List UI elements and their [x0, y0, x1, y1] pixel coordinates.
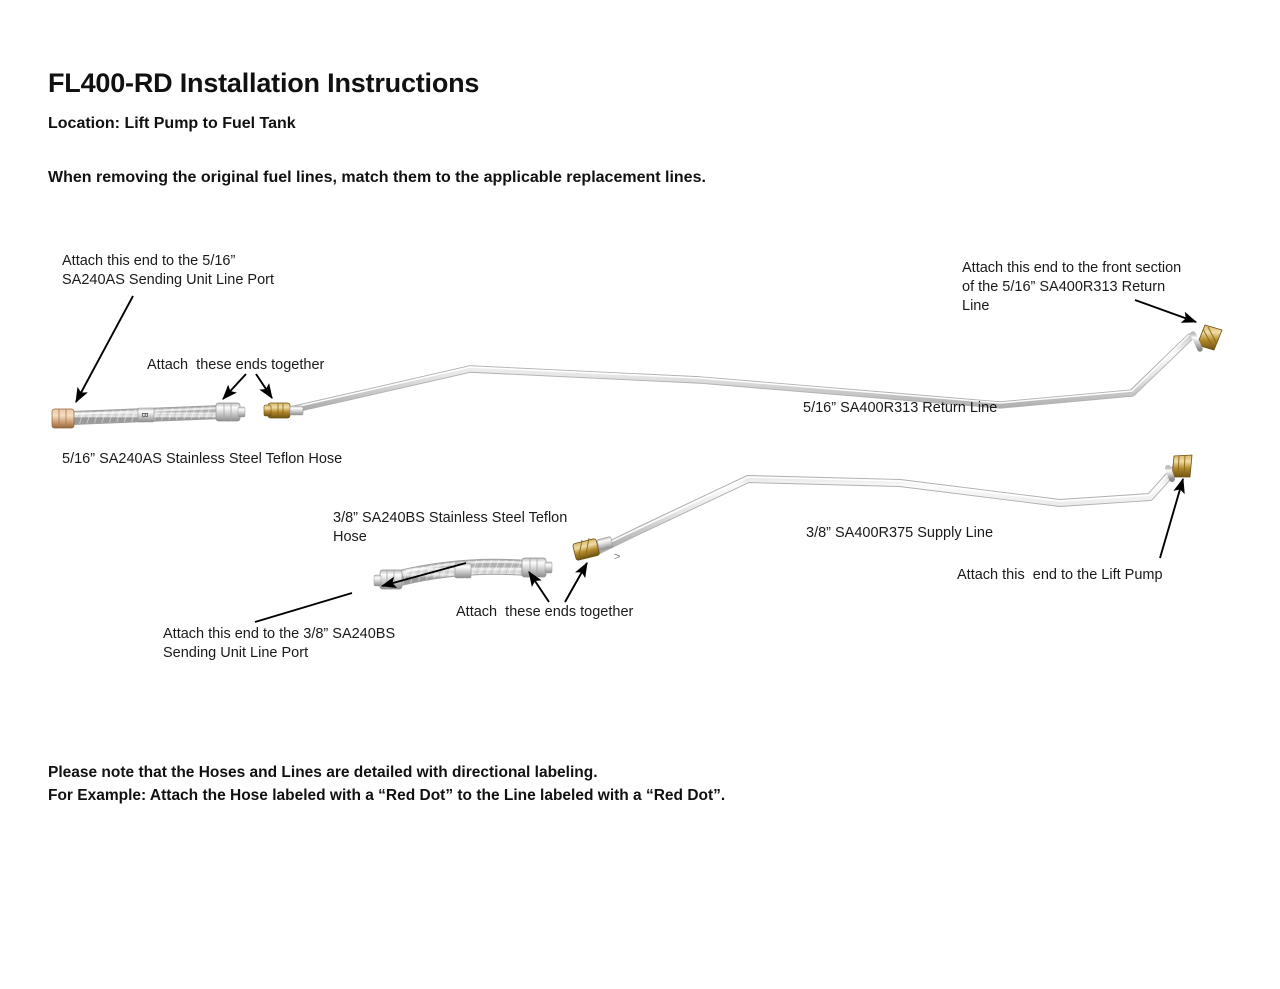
- location-subtitle: Location: Lift Pump to Fuel Tank: [48, 115, 296, 132]
- supply-line-left-brass-fitting: [572, 536, 614, 561]
- return-line-left-brass-fitting: [263, 402, 304, 419]
- hose-5-16-left-fitting: [51, 408, 75, 429]
- arrow-to-supply-line-left-end: [564, 562, 588, 603]
- arrow-to-hose-right-end-top: [222, 373, 247, 400]
- label-supply-line: 3/8” SA400R375 Supply Line: [806, 525, 994, 541]
- hose-5-16-assembly: B: [51, 402, 246, 429]
- footer-note-line-2: For Example: Attach the Hose labeled wit…: [48, 787, 726, 804]
- leader-3-8-sending-unit: [254, 592, 353, 623]
- annotation-attach-lift-pump: Attach this end to the Lift Pump: [957, 567, 1163, 583]
- arrow-to-3-8-hose-right-end: [528, 571, 550, 603]
- hose-3-8-assembly: [373, 557, 553, 590]
- annotation-attach-front-section-return: Attach this end to the front section of …: [962, 260, 1182, 314]
- label-hose-3-8: 3/8” SA240BS Stainless Steel Teflon Hose: [333, 510, 568, 545]
- page-title: FL400-RD Installation Instructions: [48, 68, 480, 98]
- footer-note-line-1: Please note that the Hoses and Lines are…: [48, 764, 598, 781]
- arrow-to-3-8-hose-left-end: [380, 562, 467, 588]
- svg-text:B: B: [140, 412, 149, 417]
- hose-5-16-right-fitting: [215, 402, 241, 422]
- annotation-attach-3-8-sending-unit: Attach this end to the 3/8” SA240BS Send…: [163, 626, 396, 661]
- label-hose-5-16: 5/16” SA240AS Stainless Steel Teflon Hos…: [62, 451, 343, 467]
- annotation-attach-ends-together-top: Attach these ends together: [147, 357, 325, 373]
- annotation-attach-5-16-sending-unit: Attach this end to the 5/16” SA240AS Sen…: [62, 253, 274, 288]
- arrow-to-return-line-right-end: [1134, 299, 1198, 323]
- return-line-right-brass-fitting: [1190, 324, 1223, 352]
- intro-instruction: When removing the original fuel lines, m…: [48, 169, 706, 186]
- hose-3-8-right-fitting: [521, 557, 547, 578]
- label-return-line: 5/16” SA400R313 Return Line: [803, 400, 998, 416]
- arrow-to-return-line-left-end: [255, 373, 273, 399]
- supply-line-tube: [593, 464, 1180, 555]
- annotation-attach-ends-together-bottom: Attach these ends together: [456, 604, 634, 620]
- arrow-to-5-16-hose-left-end: [75, 295, 134, 404]
- return-line-tube: [282, 333, 1194, 415]
- arrow-to-supply-line-right-end: [1159, 477, 1185, 559]
- supply-line-right-brass-fitting: [1165, 454, 1193, 482]
- direction-tick-supply: >: [614, 551, 620, 563]
- hose-5-16-center-band: [137, 407, 155, 423]
